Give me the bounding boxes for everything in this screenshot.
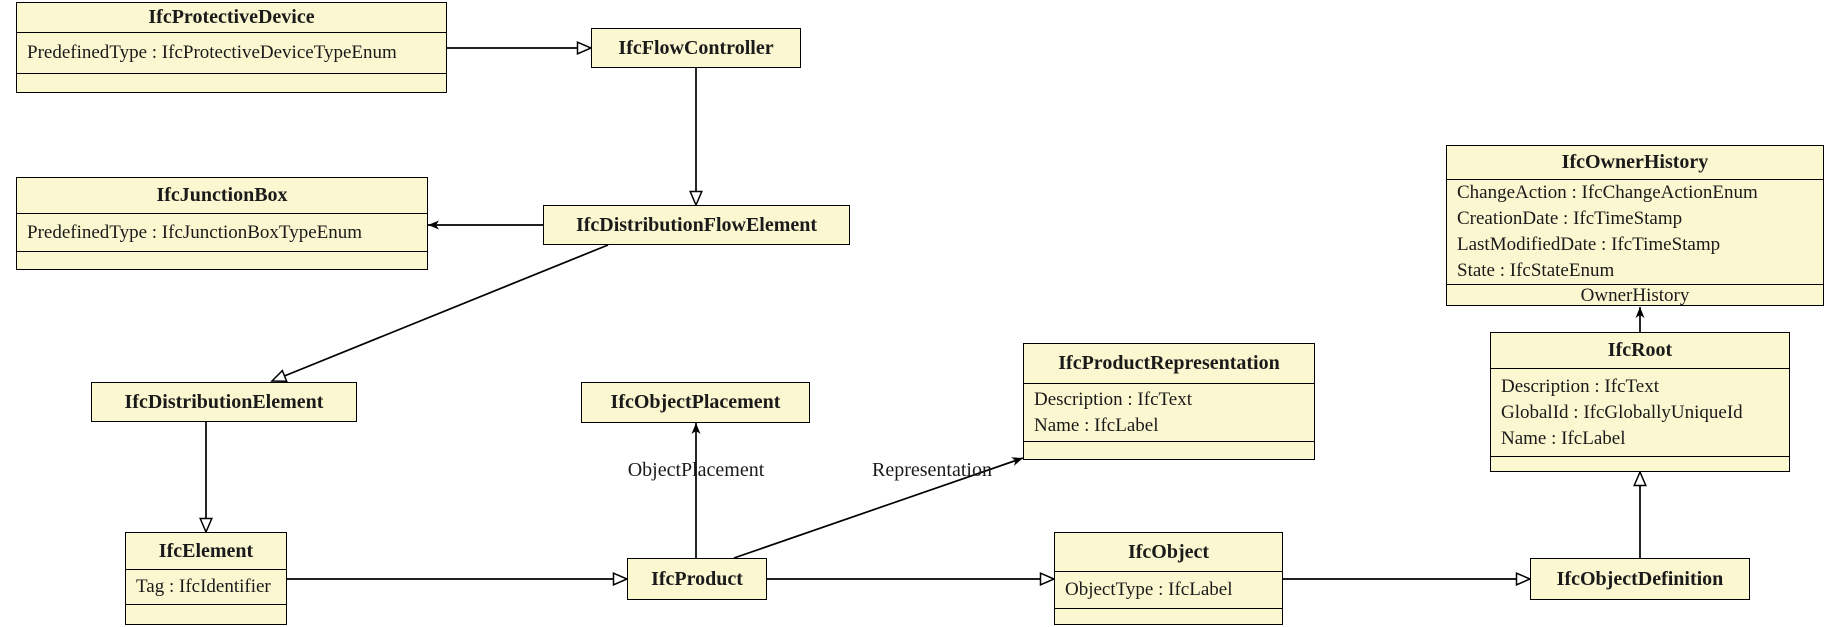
class-attributes: Description : IfcText GlobalId : IfcGlob… — [1491, 368, 1789, 456]
class-attribute: ChangeAction : IfcChangeActionEnum — [1457, 182, 1758, 203]
class-ifcproduct: IfcProduct — [627, 558, 767, 600]
class-footer-empty — [17, 73, 446, 92]
class-attribute: ObjectType : IfcLabel — [1065, 579, 1233, 600]
class-title: IfcDistributionElement — [124, 390, 324, 413]
class-attribute: Name : IfcLabel — [1034, 414, 1159, 436]
class-ifcflowcontroller: IfcFlowController — [591, 28, 801, 68]
class-attributes: ChangeAction : IfcChangeActionEnum Creat… — [1447, 179, 1823, 284]
class-title: IfcJunctionBox — [156, 184, 288, 206]
class-title: IfcProductRepresentation — [1058, 352, 1280, 374]
class-attribute: State : IfcStateEnum — [1457, 260, 1615, 281]
class-ifcjunctionbox: IfcJunctionBox PredefinedType : IfcJunct… — [16, 177, 428, 270]
class-title: IfcOwnerHistory — [1561, 151, 1709, 173]
class-title: IfcObject — [1127, 540, 1210, 563]
class-ifcdistributionflowelement: IfcDistributionFlowElement — [543, 205, 850, 245]
class-ifcproductrepresentation: IfcProductRepresentation Description : I… — [1023, 343, 1315, 460]
class-title: IfcProduct — [651, 567, 743, 590]
class-attribute: PredefinedType : IfcJunctionBoxTypeEnum — [27, 221, 363, 243]
class-title: IfcElement — [158, 539, 254, 562]
class-attribute: PredefinedType : IfcProtectiveDeviceType… — [27, 42, 397, 63]
class-attribute: Description : IfcText — [1034, 388, 1193, 410]
class-attribute: CreationDate : IfcTimeStamp — [1457, 208, 1683, 229]
class-attributes: PredefinedType : IfcProtectiveDeviceType… — [17, 32, 446, 73]
class-attributes: ObjectType : IfcLabel — [1055, 571, 1282, 608]
class-footer-empty — [1024, 441, 1314, 459]
class-footer-empty — [17, 251, 427, 269]
class-ifcelement: IfcElement Tag : IfcIdentifier — [125, 532, 287, 625]
class-ifcprotectivedevice: IfcProtectiveDevice PredefinedType : Ifc… — [16, 2, 447, 93]
class-attribute: Description : IfcText — [1501, 375, 1660, 397]
class-footer-empty — [126, 604, 286, 624]
class-footer-empty — [1055, 608, 1282, 624]
class-footer-role: OwnerHistory — [1447, 284, 1823, 307]
edge-distributionflowelement-distributionelement — [270, 244, 609, 383]
class-attribute: Name : IfcLabel — [1501, 427, 1626, 449]
class-attributes: Tag : IfcIdentifier — [126, 569, 286, 604]
class-title: IfcFlowController — [618, 36, 774, 59]
class-title: IfcObjectDefinition — [1556, 567, 1724, 590]
edge-label-objectplacement: ObjectPlacement — [627, 459, 765, 481]
class-ifcownerhistory: IfcOwnerHistory ChangeAction : IfcChange… — [1446, 145, 1824, 306]
class-attributes: PredefinedType : IfcJunctionBoxTypeEnum — [17, 213, 427, 251]
class-attribute: GlobalId : IfcGloballyUniqueId — [1501, 401, 1743, 423]
class-ifcroot: IfcRoot Description : IfcText GlobalId :… — [1490, 332, 1790, 472]
class-ifcdistributionelement: IfcDistributionElement — [91, 382, 357, 422]
class-ifcobjectdefinition: IfcObjectDefinition — [1530, 558, 1750, 600]
edge-label-representation: Representation — [872, 459, 992, 481]
class-ifcobjectplacement: IfcObjectPlacement — [581, 382, 810, 423]
class-title: IfcProtectiveDevice — [148, 6, 315, 28]
class-attribute: LastModifiedDate : IfcTimeStamp — [1457, 234, 1721, 255]
class-title: IfcObjectPlacement — [610, 391, 781, 413]
class-attribute: Tag : IfcIdentifier — [136, 576, 271, 597]
class-title: IfcRoot — [1607, 339, 1673, 361]
class-title: IfcDistributionFlowElement — [575, 213, 818, 236]
class-footer-empty — [1491, 456, 1789, 471]
class-attributes: Description : IfcText Name : IfcLabel — [1024, 383, 1314, 441]
edge-product-productrepresentation — [733, 457, 1024, 559]
class-ifcobject: IfcObject ObjectType : IfcLabel — [1054, 532, 1283, 625]
